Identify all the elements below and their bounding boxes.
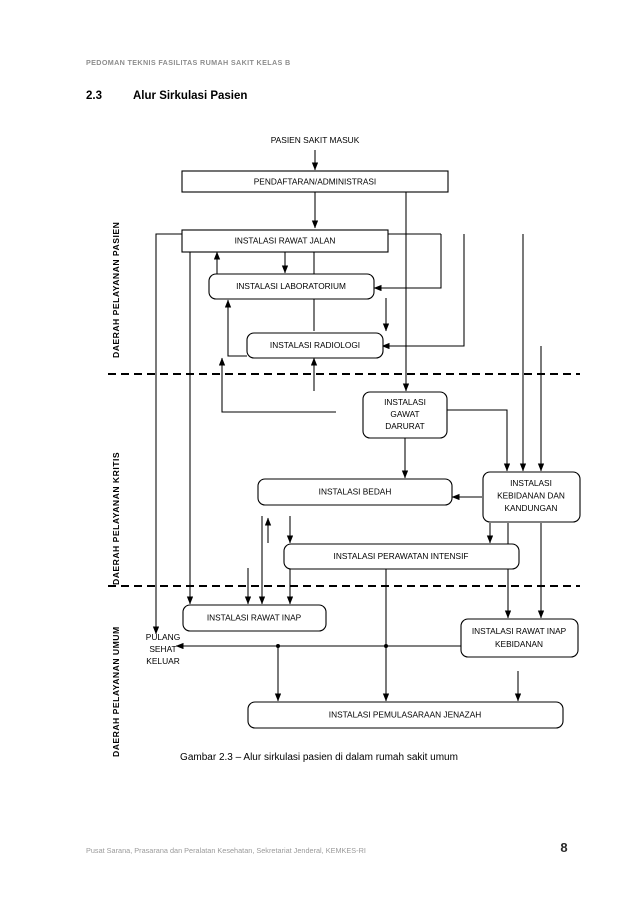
- footer-note: Pusat Sarana, Prasarana dan Peralatan Ke…: [86, 846, 366, 855]
- node-laboratorium-label: INSTALASI LABORATORIUM: [236, 281, 346, 291]
- node-radiologi-label: INSTALASI RADIOLOGI: [270, 340, 360, 350]
- node-rawat-inap-kebidanan-label-2: KEBIDANAN: [495, 639, 543, 649]
- node-kebidanan-label-2: KEBIDANAN DAN: [497, 491, 565, 501]
- section-number: 2.3: [86, 90, 102, 102]
- node-kebidanan-label-1: INSTALASI: [510, 478, 552, 488]
- node-rawat-inap[interactable]: [182, 604, 327, 632]
- edge-igd-kebidanan: [447, 409, 511, 472]
- edge-rail-radiologi-feed: [381, 234, 465, 350]
- node-laboratorium[interactable]: [208, 273, 375, 300]
- edge-igd-radiologi: [218, 357, 336, 413]
- edge-rail-lab-feed: [373, 234, 442, 292]
- node-bedah[interactable]: [257, 478, 453, 506]
- node-rawat-jalan[interactable]: [181, 229, 389, 253]
- node-kebidanan-label-3: KANDUNGAN: [504, 503, 557, 513]
- node-pasien-sakit-masuk: PASIEN SAKIT MASUK: [271, 135, 360, 145]
- node-gawat-darurat-label-2: GAWAT: [390, 409, 419, 419]
- node-pemulasaraan-jenazah-label: INSTALASI PEMULASARAAN JENAZAH: [329, 710, 481, 720]
- figure-flowchart: PASIEN SAKIT MASUK PENDAFTARAN/ADMINISTR…: [0, 118, 638, 778]
- figure-caption-text: Gambar 2.3 – Alur sirkulasi pasien di da…: [180, 752, 458, 763]
- node-perawatan-intensif[interactable]: [283, 543, 520, 570]
- page-title: Alur Sirkulasi Pasien: [133, 90, 248, 102]
- node-gawat-darurat-label-3: DARURAT: [385, 421, 425, 431]
- label-pulang-1: PULANG: [146, 632, 180, 642]
- label-pulang-2: SEHAT: [149, 644, 176, 654]
- node-perawatan-intensif-label: INSTALASI PERAWATAN INTENSIF: [334, 551, 469, 561]
- node-pendaftaran-label: PENDAFTARAN/ADMINISTRASI: [254, 177, 376, 187]
- page-number: 8: [560, 840, 568, 855]
- node-radiologi[interactable]: [246, 332, 384, 359]
- edge-rawatjalan-pulang: [152, 233, 182, 635]
- node-pendaftaran[interactable]: [181, 170, 449, 193]
- edge-radiologi-laboratorium: [224, 299, 247, 357]
- node-rawat-inap-kebidanan-label-1: INSTALASI RAWAT INAP: [472, 626, 567, 636]
- node-bedah-label: INSTALASI BEDAH: [319, 487, 392, 497]
- label-pulang-3: KELUAR: [146, 656, 180, 666]
- figure-caption: Gambar 2.3 – Alur sirkulasi pasien di da…: [0, 752, 638, 763]
- flowchart-svg: PASIEN SAKIT MASUK PENDAFTARAN/ADMINISTR…: [108, 135, 581, 729]
- node-pemulasaraan-jenazah[interactable]: [247, 701, 564, 729]
- running-head: PEDOMAN TEKNIS FASILITAS RUMAH SAKIT KEL…: [86, 58, 291, 67]
- node-rawat-inap-label: INSTALASI RAWAT INAP: [207, 613, 302, 623]
- node-gawat-darurat[interactable]: [362, 391, 448, 439]
- node-rawat-inap-kebidanan[interactable]: [460, 618, 579, 658]
- node-kebidanan[interactable]: [482, 471, 581, 523]
- node-rawat-jalan-label: INSTALASI RAWAT JALAN: [235, 236, 336, 246]
- node-gawat-darurat-label-1: INSTALASI: [384, 397, 426, 407]
